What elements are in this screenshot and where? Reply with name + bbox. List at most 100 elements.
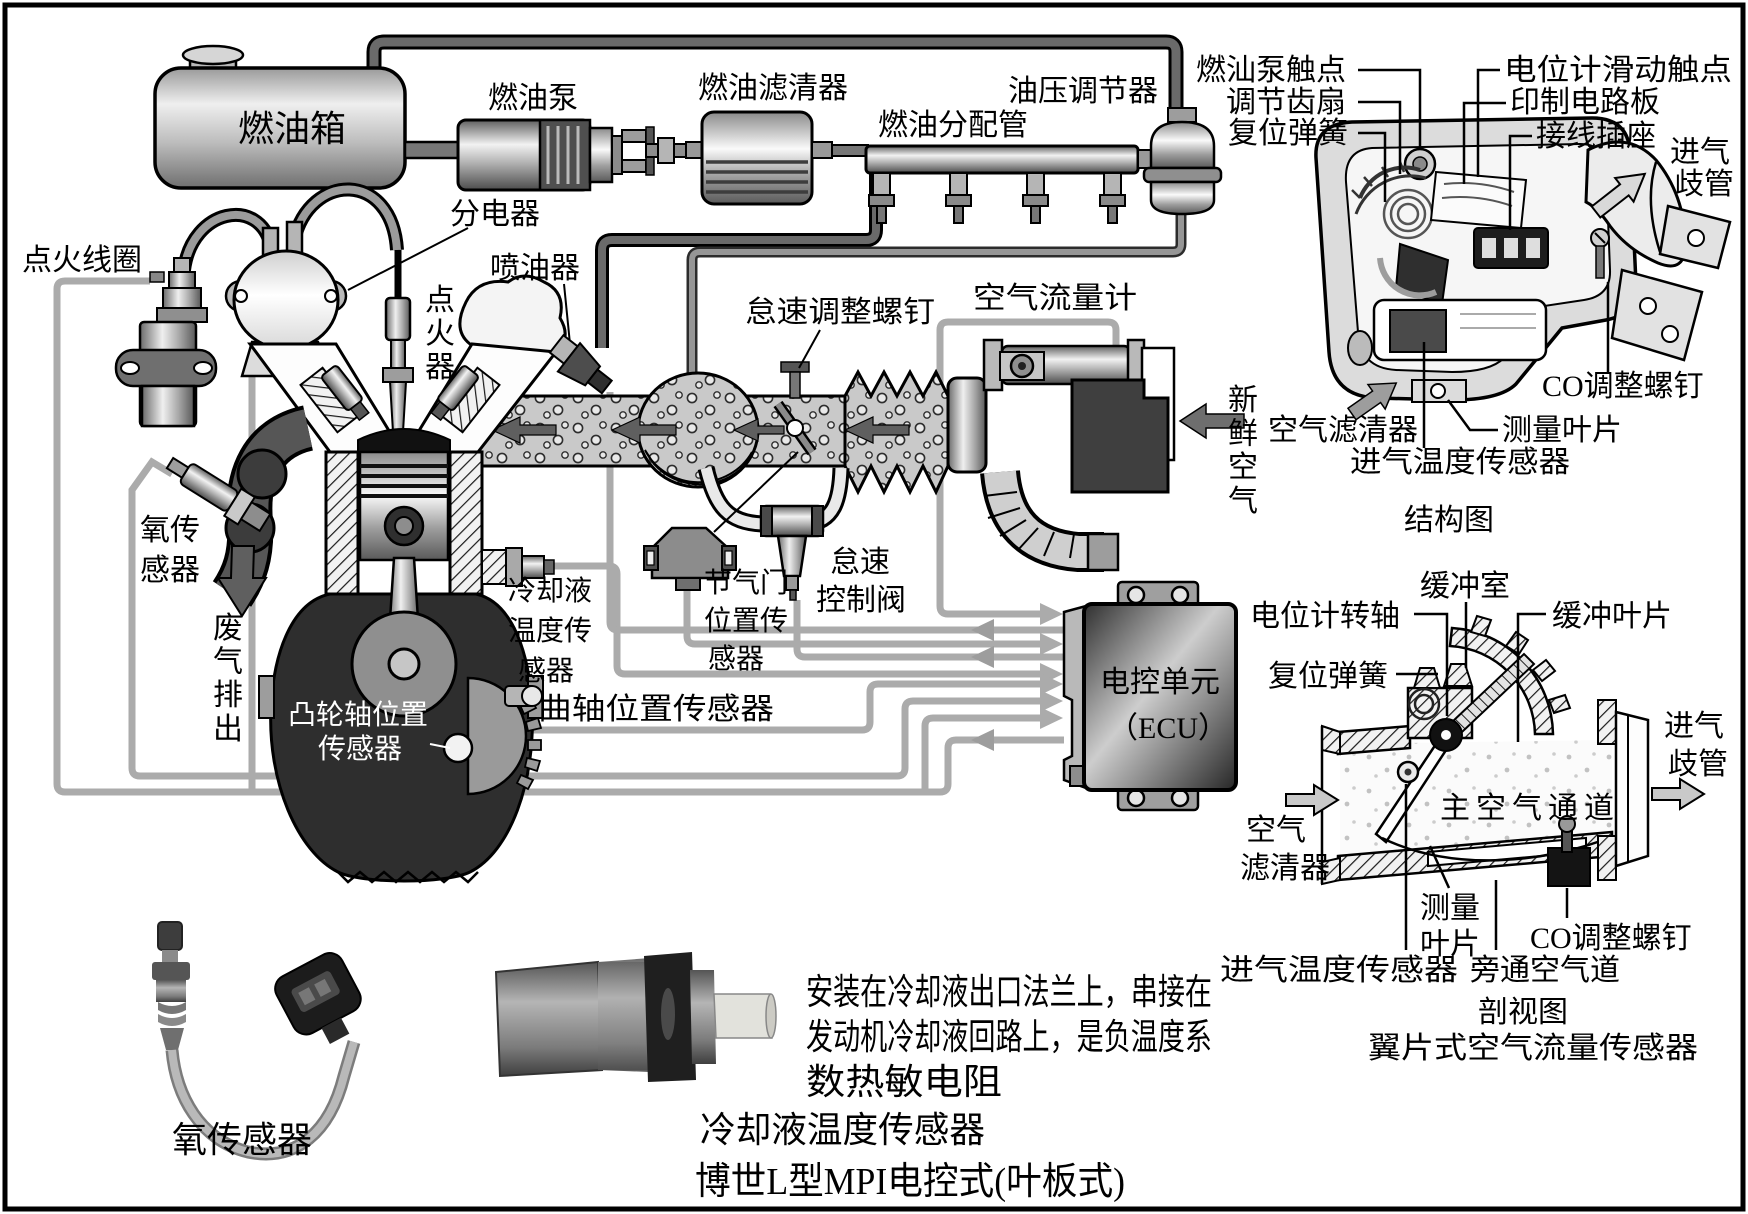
air-flow-meter-label: 空气流量计 — [973, 282, 1137, 315]
crank-position-sensor — [504, 685, 543, 707]
idle-adjust-screw — [780, 361, 810, 399]
cam-position-sensor — [442, 732, 474, 764]
intake-temp-bottom-label: 进气温度传感器 — [1220, 954, 1458, 987]
intake-manifold-bottom-label2: 歧管 — [1668, 748, 1728, 781]
pot-shaft-label: 电位计转轴 — [1250, 600, 1400, 633]
ecu: 电控单元 （ECU） — [1062, 580, 1238, 812]
cam-sensor-label-line2: 传感器 — [318, 733, 402, 765]
tps-label-line1: 节气门 — [704, 567, 788, 599]
spark-plug-right — [430, 365, 479, 422]
structure-view — [1314, 68, 1732, 448]
buffer-vane-label: 缓冲叶片 — [1552, 600, 1672, 633]
fuel-filter-label: 燃油滤清器 — [698, 72, 848, 105]
oxygen-sensor-label-line1: 氧传 — [140, 514, 200, 547]
ecu-output-arrows — [971, 619, 994, 751]
coolant-sensor-engine — [481, 547, 555, 587]
intake-manifold-bottom-label1: 进气 — [1664, 710, 1724, 743]
idle-screw-label: 怠速调整螺钉 — [745, 296, 935, 329]
fuel-pump-label: 燃油泵 — [488, 82, 578, 115]
vane-bottom-label1: 测量 — [1420, 892, 1480, 925]
igniter — [382, 250, 414, 451]
wire-throttle-position — [683, 588, 1042, 648]
structure-caption: 结构图 — [1404, 504, 1494, 537]
air-flow-meter — [946, 338, 1245, 572]
pcb-label: 印制电路板 — [1510, 86, 1660, 119]
exhaust-out-label: 废气排出 — [213, 612, 243, 746]
engine — [165, 250, 567, 884]
main-passage-label: 主空气通道 — [1440, 792, 1620, 825]
wire-injector — [606, 392, 1064, 634]
socket-label: 接线插座 — [1536, 120, 1656, 153]
vane-top-label: 测量叶片 — [1502, 414, 1622, 447]
section-caption: 剖视图 — [1478, 996, 1568, 1029]
coolant-note: 安装在冷却液出口法兰上，串接在 发动机冷却液回路上，是负温度系 数热敏电阻 — [806, 972, 1212, 1102]
idle-valve-label-line2: 控制阀 — [816, 584, 906, 617]
fuel-filter: 燃油滤清器 — [685, 72, 869, 206]
ecu-label-line1: 电控单元 — [1100, 666, 1220, 699]
wire-idle-valve — [793, 600, 1064, 661]
co-screw-bottom-label: CO调整螺钉 — [1530, 922, 1692, 955]
distributor-label: 分电器 — [450, 198, 540, 231]
ignition-coil: 点火线圈 — [22, 244, 218, 428]
ignition-coil-label: 点火线圈 — [22, 244, 142, 277]
coolant-note-line2: 发动机冷却液回路上，是负温度系 — [806, 1017, 1212, 1057]
intake-manifold-top-label2: 歧管 — [1674, 168, 1734, 201]
wire-ignition-feedback — [921, 714, 1042, 792]
ecu-label-line2: （ECU） — [1108, 712, 1228, 745]
spark-plug-left — [321, 365, 370, 422]
air-filter-label: 空气滤清器 — [1268, 414, 1418, 447]
fuel-tank-label: 燃油箱 — [238, 109, 346, 149]
cam-sensor-label-line1: 凸轮轴位置 — [288, 699, 428, 731]
pressure-regulator-label: 油压调节器 — [1008, 75, 1158, 108]
injector-label: 喷油器 — [490, 252, 580, 285]
exhaust-arrow — [216, 545, 268, 618]
throttle-position-sensor — [643, 451, 799, 591]
pump-contact-label: 燃汕泵触点 — [1196, 54, 1346, 87]
coolant-photo-label: 冷却液温度传感器 — [700, 1110, 985, 1150]
fuel-tank: 燃油箱 — [153, 44, 465, 190]
structure-airfilter-arrow — [1346, 382, 1398, 421]
fresh-air-arrow — [1178, 402, 1245, 440]
section-outlet-arrow — [1651, 777, 1706, 811]
tps-label-line3: 感器 — [708, 643, 764, 675]
coolant-sensor-label-line1: 冷却液 — [508, 575, 592, 607]
diagram-caption: 博世L型MPI电控式(叶板式) — [695, 1161, 1125, 1203]
ecu-input-arrows — [1040, 603, 1063, 729]
coolant-note-line3: 数热敏电阻 — [806, 1062, 1002, 1102]
bypass-label: 旁通空气道 — [1470, 954, 1620, 987]
air-filter-bottom-label2: 滤清器 — [1240, 852, 1330, 885]
vane-bottom-label2: 叶片 — [1420, 928, 1480, 961]
injector-feed-pipe — [595, 170, 883, 348]
coolant-note-line1: 安装在冷却液出口法兰上，串接在 — [806, 972, 1212, 1012]
pot-contact-label: 电位计滑动触点 — [1504, 54, 1732, 87]
intake-manifold-top-label1: 进气 — [1670, 136, 1730, 169]
coolant-sensor-label-line2: 温度传 — [508, 615, 592, 647]
co-screw-top-label: CO调整螺钉 — [1542, 370, 1704, 403]
idle-bypass — [697, 465, 850, 601]
injector-nozzle — [548, 333, 614, 395]
tps-label-line2: 位置传 — [704, 605, 788, 637]
oxygen-sensor-label-line2: 感器 — [140, 554, 200, 587]
return-spring-top-label: 复位弹簧 — [1228, 117, 1348, 150]
vacuum-hose — [686, 210, 1187, 374]
section-inlet-arrow — [1285, 783, 1340, 817]
wire-oxygen-sensor — [128, 457, 1042, 780]
intake-temp-top-label: 进气温度传感器 — [1350, 446, 1570, 479]
fuel-return-pipe — [366, 34, 1184, 112]
rail-injector-stubs — [868, 172, 1126, 224]
buffer-chamber-label: 缓冲室 — [1420, 570, 1510, 603]
oxygen-sensor-photo — [152, 921, 362, 1161]
fuel-rail: 燃油分配管 — [864, 109, 1155, 224]
coolant-sensor-label-line3: 感器 — [518, 655, 574, 687]
idle-valve-label-line1: 怠速 — [830, 546, 890, 579]
crank-sensor-label: 曲轴位置传感器 — [538, 693, 774, 726]
vane-sensor-name: 翼片式空气流量传感器 — [1368, 1032, 1698, 1065]
fresh-air-label: 新鲜空气 — [1228, 384, 1258, 518]
igniter-label: 点火器 — [425, 284, 455, 384]
return-spring-bottom-label: 复位弹簧 — [1268, 660, 1388, 693]
oxygen-photo-label: 氧传感器 — [172, 1120, 312, 1160]
gear-sector-label: 调节齿扇 — [1226, 86, 1346, 119]
flow-arrows — [490, 416, 910, 444]
